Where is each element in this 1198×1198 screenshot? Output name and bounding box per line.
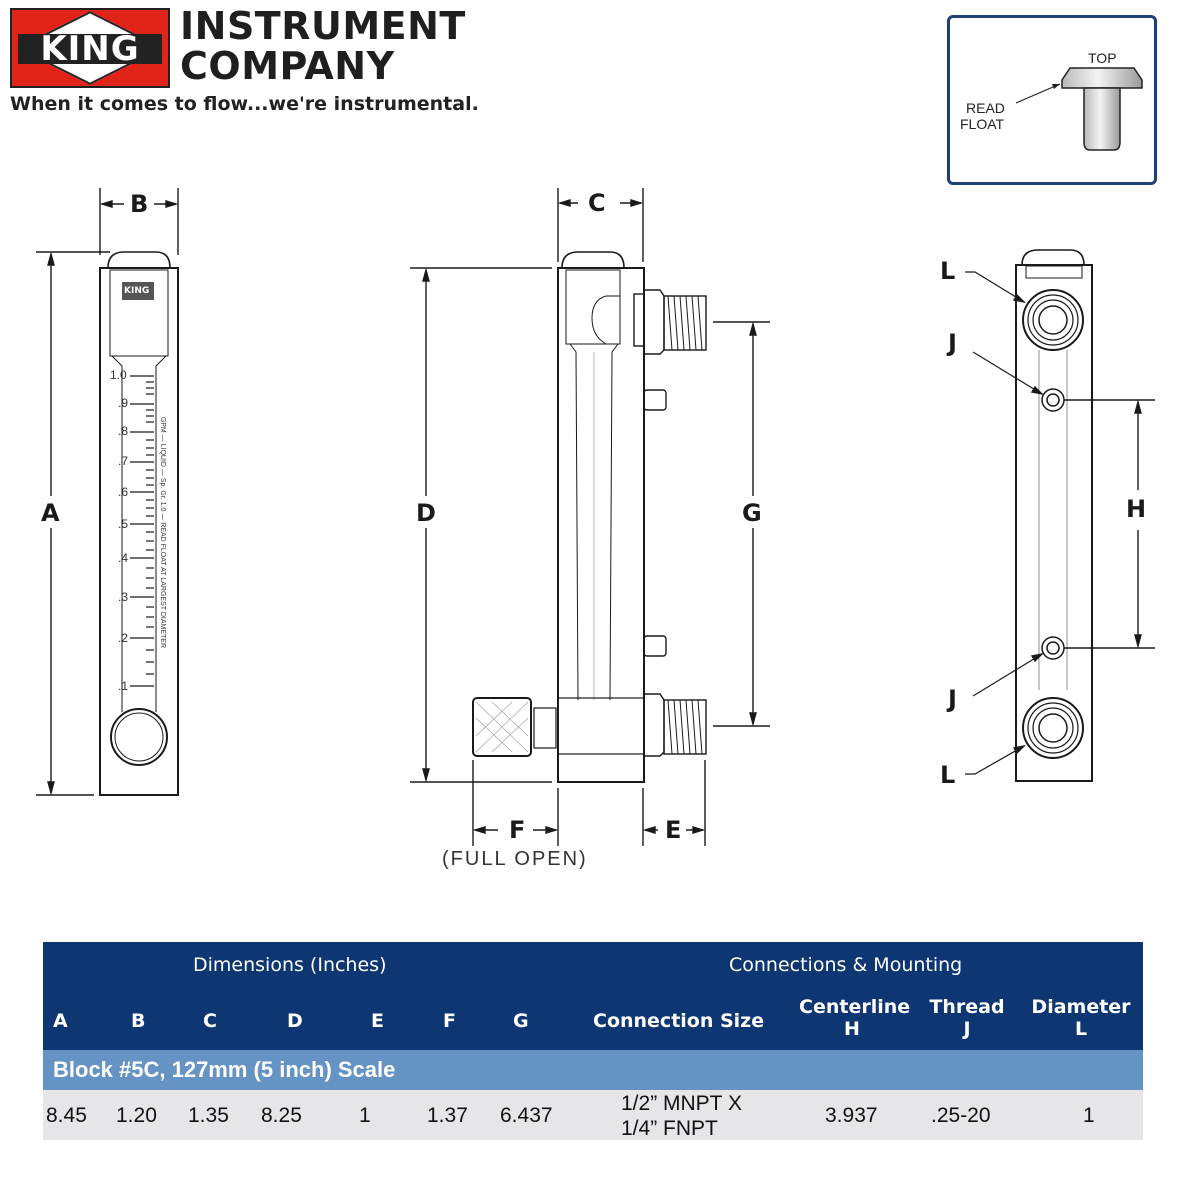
col-header-f: F: [443, 1010, 456, 1032]
table-header: Dimensions (Inches) Connections & Mounti…: [43, 942, 1143, 1050]
cell-c: 1.35: [188, 1104, 229, 1127]
cell-b: 1.20: [116, 1104, 157, 1127]
cell-g: 6.437: [500, 1104, 553, 1127]
group-header-dimensions: Dimensions (Inches): [193, 954, 387, 976]
scale-label: 1.0: [110, 368, 127, 382]
group-header-connections: Connections & Mounting: [729, 954, 963, 976]
cell-d: 8.25: [261, 1104, 302, 1127]
dimension-label-b: B: [130, 190, 149, 218]
logo-title-line1: INSTRUMENT: [180, 4, 466, 48]
inset-float-label: FLOAT: [960, 116, 1005, 132]
logo-title-line2: COMPANY: [180, 44, 395, 88]
cell-h: 3.937: [825, 1104, 878, 1127]
scale-label: .5: [118, 517, 129, 531]
logo-tagline: When it comes to flow...we're instrument…: [10, 93, 479, 115]
cell-a: 8.45: [46, 1104, 87, 1127]
col-header-connection-size: Connection Size: [593, 1010, 765, 1032]
dimension-label-h: H: [1126, 495, 1147, 523]
section-title: Block #5C, 127mm (5 inch) Scale: [53, 1057, 396, 1082]
inset-top-label: TOP: [1088, 50, 1117, 66]
scale-label: .3: [118, 590, 129, 604]
col-header-diameter-line1: Diameter: [1031, 996, 1131, 1018]
cell-connection-line1: 1/2” MNPT X: [621, 1092, 742, 1115]
cell-connection-line2: 1/4” FNPT: [621, 1117, 718, 1140]
dimension-label-a: A: [41, 499, 60, 527]
col-header-centerline-line2: H: [844, 1018, 860, 1040]
cell-connection-size: 1/2” MNPT X 1/4” FNPT: [621, 1091, 742, 1141]
scale-label: .7: [118, 454, 129, 468]
company-logo: KING INSTRUMENT COMPANY When it comes to…: [10, 4, 479, 120]
scale-label: .4: [118, 551, 129, 565]
dimension-label-e: E: [665, 816, 682, 844]
cell-e: 1: [359, 1104, 371, 1127]
col-header-thread-line1: Thread: [929, 996, 1005, 1018]
col-header-thread: Thread J: [927, 996, 1007, 1040]
cell-f: 1.37: [427, 1104, 468, 1127]
col-header-centerline: Centerline H: [799, 996, 911, 1040]
scale-vertical-note: GPM — LIQUID — Sp. Gr. 1.0 — READ FLOAT …: [159, 416, 166, 648]
scale-badge: KING: [124, 286, 150, 296]
col-header-thread-line2: J: [963, 1018, 971, 1040]
scale-label: .6: [118, 485, 129, 499]
cell-l: 1: [1083, 1104, 1095, 1127]
col-header-a: A: [53, 1010, 68, 1032]
side-view-drawing: [410, 188, 770, 846]
col-header-e: E: [371, 1010, 384, 1032]
label-hole-bottom-j: J: [948, 685, 957, 713]
col-header-d: D: [287, 1010, 303, 1032]
scale-label: .2: [118, 631, 129, 645]
specifications-table: Dimensions (Inches) Connections & Mounti…: [43, 942, 1143, 1140]
col-header-diameter-line2: L: [1074, 1018, 1088, 1040]
col-header-c: C: [203, 1010, 217, 1032]
technical-drawing: [36, 188, 1155, 846]
scale-label: .1: [118, 679, 129, 693]
dimension-label-f: F: [509, 816, 526, 844]
float-icon: [1015, 67, 1143, 151]
label-port-bottom-l: L: [940, 761, 956, 789]
back-view-drawing: [965, 249, 1155, 782]
label-port-top-l: L: [940, 257, 956, 285]
dimension-label-g: G: [742, 499, 762, 527]
label-hole-top-j: J: [948, 329, 957, 357]
table-row: 8.45 1.20 1.35 8.25 1 1.37 6.437 1/2” MN…: [43, 1090, 1143, 1140]
read-float-inset: TOP READ FLOAT: [947, 15, 1157, 185]
cell-j: .25-20: [931, 1104, 991, 1127]
logo-badge: KING: [10, 8, 170, 88]
full-open-note: (FULL OPEN): [442, 848, 588, 870]
col-header-g: G: [513, 1010, 529, 1032]
dimension-label-d: D: [416, 499, 436, 527]
scale-label: .8: [118, 424, 129, 438]
table-section-row: Block #5C, 127mm (5 inch) Scale: [43, 1050, 1143, 1090]
dimension-label-c: C: [588, 189, 606, 217]
inset-read-label: READ: [966, 100, 1005, 116]
col-header-centerline-line1: Centerline: [799, 996, 911, 1018]
logo-badge-text: KING: [40, 29, 140, 69]
logo-band: [18, 34, 162, 64]
col-header-diameter: Diameter L: [1031, 996, 1131, 1040]
scale-label: .9: [118, 396, 129, 410]
col-header-b: B: [131, 1010, 146, 1032]
front-view-drawing: [36, 188, 179, 796]
